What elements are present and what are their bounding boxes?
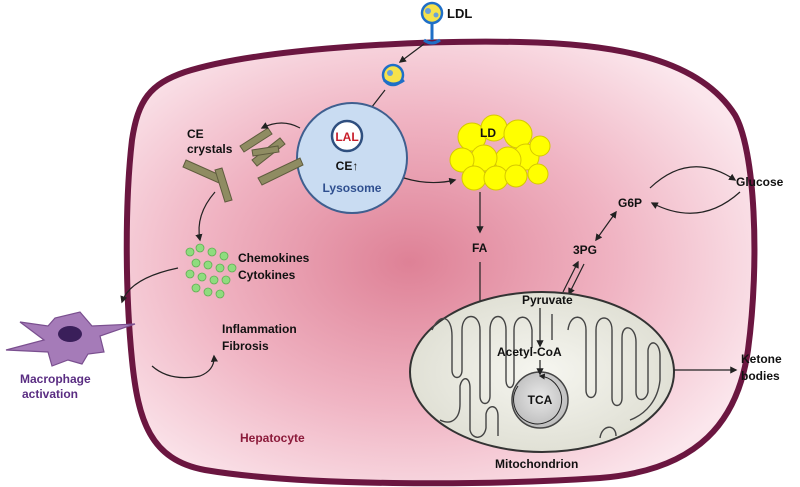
arrow-ldl-uptake xyxy=(398,43,425,63)
internalized-ldl xyxy=(381,63,405,87)
ld-label: LD xyxy=(480,126,496,140)
arrow-crystals-to-chemokines xyxy=(195,191,216,242)
ce-increase-label: CE↑ xyxy=(336,159,359,173)
ldl-label: LDL xyxy=(447,6,472,21)
ce-crystals xyxy=(182,127,304,203)
lysosome-label: Lysosome xyxy=(323,181,382,195)
pyruvate-label: Pyruvate xyxy=(522,293,573,307)
arrow-lysosome-to-crystals xyxy=(260,122,301,129)
3pg-label: 3PG xyxy=(573,243,597,257)
macrophage-label-line1: Macrophage xyxy=(20,372,91,386)
glucose-label: Glucose xyxy=(736,175,784,189)
cytokines-label: Cytokines xyxy=(238,268,296,282)
acetyl-coa-label: Acetyl-CoA xyxy=(497,345,562,359)
ldl-particle xyxy=(420,1,444,45)
arrow-macrophage-to-inflammation xyxy=(151,354,218,379)
fibrosis-label: Fibrosis xyxy=(222,339,269,353)
mitochondrion xyxy=(409,291,675,453)
ketone-label-line1: Ketone xyxy=(741,352,782,366)
arrow-lysosome-to-ld xyxy=(403,177,457,185)
macrophage xyxy=(5,311,136,367)
tca-cycle-arrow xyxy=(513,373,563,425)
tca-label: TCA xyxy=(528,393,553,407)
arrow-pyruvate-to-3pg xyxy=(562,260,579,293)
mitochondrion-cristae xyxy=(431,314,661,439)
hepatocyte-label: Hepatocyte xyxy=(240,431,305,445)
arrow-glucose-to-g6p xyxy=(650,191,741,214)
ketone-label-line2: bodies xyxy=(741,369,780,383)
mitochondrion-label: Mitochondrion xyxy=(495,457,578,471)
lipid-droplets xyxy=(449,114,551,191)
arrow-3pg-g6p xyxy=(595,210,617,242)
fa-label: FA xyxy=(472,241,488,255)
macrophage-label-line2: activation xyxy=(22,387,78,401)
lysosome xyxy=(296,102,408,214)
lal-label: LAL xyxy=(335,130,358,144)
arrow-3pg-to-pyruvate xyxy=(568,263,585,296)
arrow-cytokines-to-macrophage xyxy=(120,267,179,304)
inflammation-label: Inflammation xyxy=(222,322,297,336)
chemokine-cytokine-particles xyxy=(185,243,237,299)
ce-crystals-label-line1: CE xyxy=(187,127,204,141)
arrow-g6p-to-glucose xyxy=(649,166,737,189)
chemokines-label: Chemokines xyxy=(238,251,310,265)
ce-crystals-label-line2: crystals xyxy=(187,142,233,156)
g6p-label: G6P xyxy=(618,196,642,210)
